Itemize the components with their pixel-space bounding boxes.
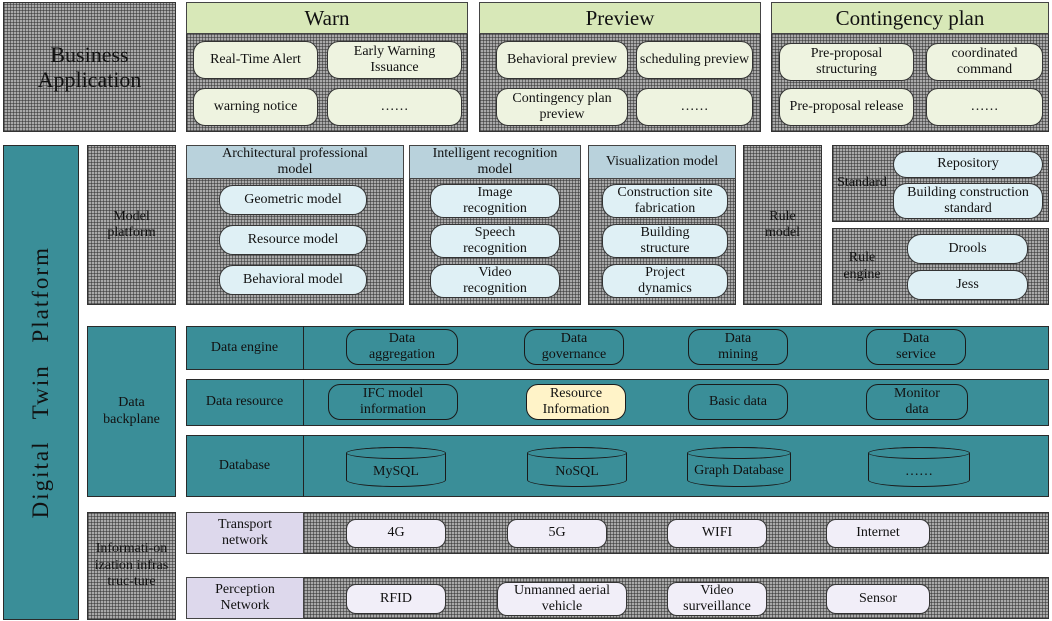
standard-label: Standard — [837, 175, 887, 191]
data-engine-label: Data engine — [186, 326, 304, 370]
network-wifi: WIFI — [667, 519, 767, 548]
unmanned-aerial-vehicle: Unmanned aerial vehicle — [497, 582, 627, 616]
repository: Repository — [893, 151, 1043, 178]
contingency-item-release: Pre-proposal release — [779, 88, 914, 126]
warn-item-warning-notice: warning notice — [193, 88, 318, 126]
network-5g: 5G — [507, 519, 607, 548]
preview-title: Preview — [479, 2, 761, 34]
monitor-data: Monitor data — [866, 384, 968, 420]
video-surveillance: Video surveillance — [667, 582, 767, 616]
business-application-title: Business Application — [37, 41, 142, 92]
transport-network-label: Transport network — [186, 512, 304, 554]
jess: Jess — [907, 270, 1028, 300]
resource-model: Resource model — [219, 225, 367, 255]
rule-model-block: Rule model — [743, 145, 822, 305]
drools: Drools — [907, 234, 1028, 264]
building-construction-standard: Building construction standard — [893, 183, 1043, 219]
network-4g: 4G — [346, 519, 446, 548]
preview-item-more: …… — [636, 88, 753, 126]
visualization-model-title: Visualization model — [588, 145, 736, 179]
contingency-item-command: coordinated command — [926, 43, 1043, 81]
database-label: Database — [186, 435, 304, 497]
perception-network-label: Perception Network — [186, 577, 304, 619]
more-database-icon: …… — [868, 447, 970, 487]
data-mining: Data mining — [688, 329, 788, 365]
data-aggregation: Data aggregation — [346, 329, 458, 365]
architectural-model-title: Architectural professional model — [186, 145, 404, 179]
data-backplane-label: Data backplane — [87, 326, 176, 497]
building-structure: Building structure — [602, 224, 728, 258]
image-recognition: Image recognition — [430, 184, 560, 218]
contingency-item-more: …… — [926, 88, 1043, 126]
infrastructure-label: Informati-onization infrastruc-ture — [87, 512, 176, 620]
video-recognition: Video recognition — [430, 264, 560, 298]
construction-site-fabrication: Construction site fabrication — [602, 184, 728, 218]
digital-twin-platform-bar: Digital Twin Platform — [3, 145, 79, 620]
basic-data: Basic data — [688, 384, 788, 420]
data-service: Data service — [866, 329, 966, 365]
data-governance: Data governance — [524, 329, 624, 365]
nosql-database-icon: NoSQL — [527, 447, 627, 487]
speech-recognition: Speech recognition — [430, 224, 560, 258]
geometric-model: Geometric model — [219, 185, 367, 215]
intelligent-model-title: Intelligent recognition model — [409, 145, 581, 179]
rule-engine-label: Rule engine — [843, 250, 881, 282]
preview-item-behavioral: Behavioral preview — [496, 41, 628, 79]
model-platform-label: Model platform — [87, 145, 176, 305]
warn-item-more: …… — [327, 88, 462, 126]
behavioral-model: Behavioral model — [219, 265, 367, 295]
network-internet: Internet — [826, 519, 930, 548]
rfid: RFID — [346, 584, 446, 614]
preview-item-contingency: Contingency plan preview — [496, 88, 628, 126]
contingency-title: Contingency plan — [771, 2, 1049, 34]
ifc-model-information: IFC model information — [328, 384, 458, 420]
project-dynamics: Project dynamics — [602, 264, 728, 298]
warn-item-realtime-alert: Real-Time Alert — [193, 41, 318, 79]
warn-item-early-warning: Early Warning Issuance — [327, 41, 462, 79]
data-resource-label: Data resource — [186, 379, 304, 426]
preview-item-scheduling: scheduling preview — [636, 41, 753, 79]
digital-twin-platform-title: Digital Twin Platform — [27, 246, 53, 519]
warn-title: Warn — [186, 2, 468, 34]
resource-information: Resource Information — [526, 384, 626, 420]
sensor: Sensor — [826, 584, 930, 614]
business-application-block: Business Application — [3, 2, 176, 132]
mysql-database-icon: MySQL — [346, 447, 446, 487]
contingency-item-structuring: Pre-proposal structuring — [779, 43, 914, 81]
graph-database-icon: Graph Database — [687, 447, 791, 487]
